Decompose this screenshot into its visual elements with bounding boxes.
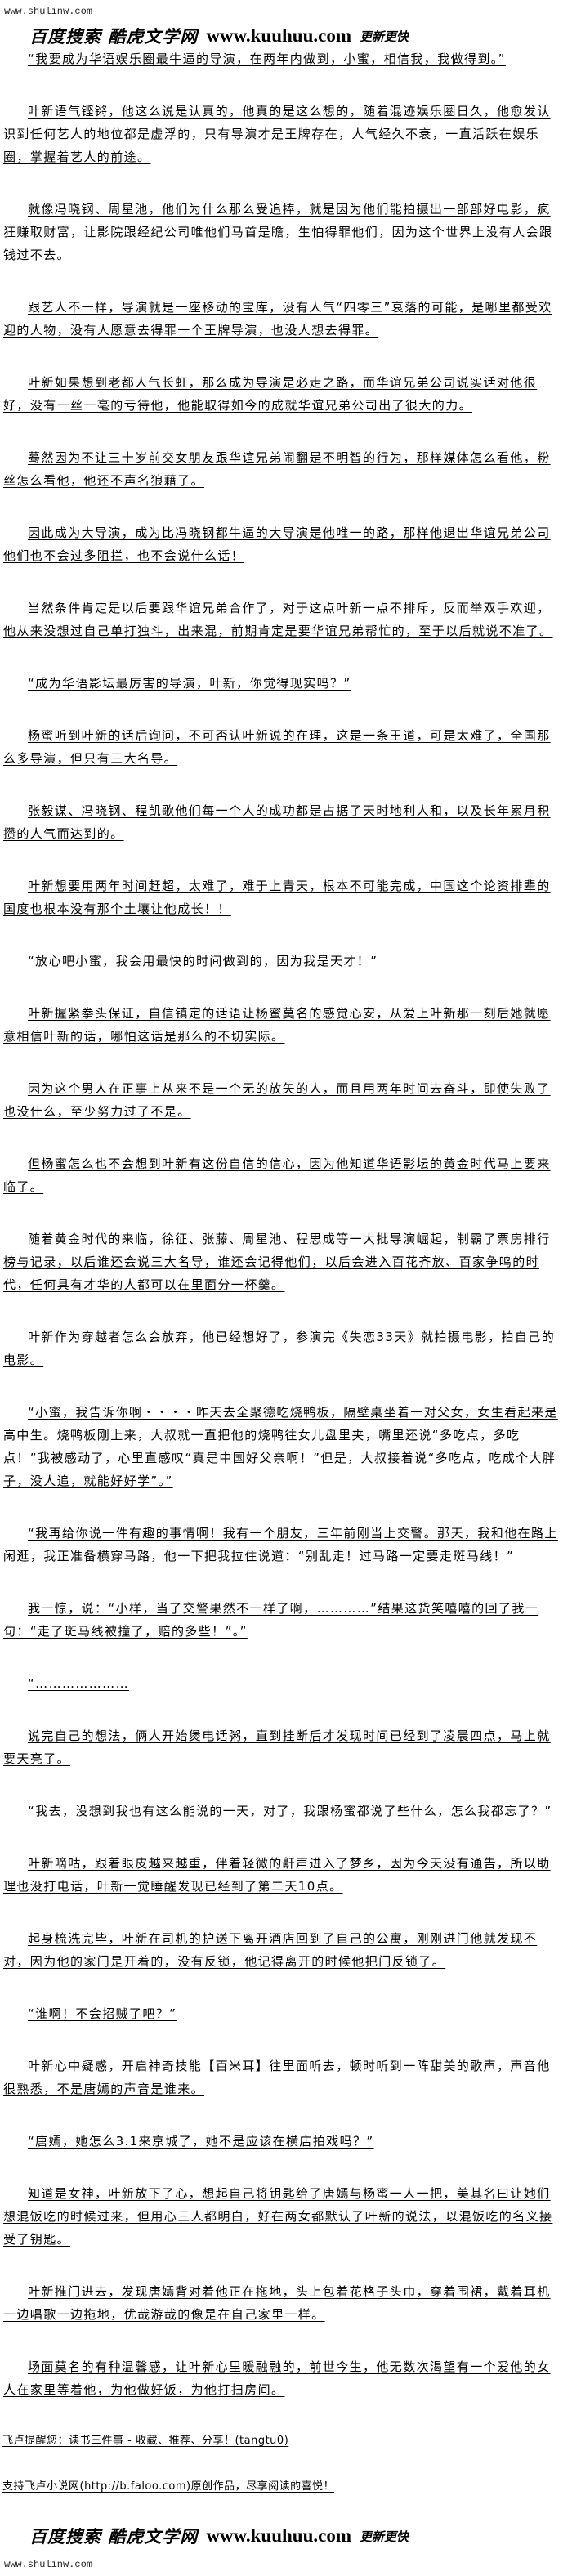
banner-site-name: 百度搜索 酷虎文学网 <box>29 2526 199 2547</box>
paragraph: “小蜜，我告诉你啊・・・・昨天去全聚德吃烧鸭板，隔壁桌坐着一对父女，女生看起来是… <box>3 1401 561 1492</box>
paragraph-text: “谁啊！不会招贼了吧？” <box>28 2006 177 2021</box>
paragraph-text: 蓦然因为不让三十岁前交女朋友跟华谊兄弟闹翻是不明智的行为，那样媒体怎么看他，粉丝… <box>3 450 551 488</box>
banner-slogan: 更新更快 <box>360 2529 409 2544</box>
paragraph-text: “我再给你说一件有趣的事情啊！我有一个朋友，三年前刚当上交警。那天，我和他在路上… <box>3 1526 558 1563</box>
footer-support-link[interactable]: 支持飞卢小说网(http://b.faloo.com)原创作品，尽享阅读的喜悦！ <box>2 2480 335 2493</box>
paragraph: “我去，没想到我也有这么能说的一天，对了，我跟杨蜜都说了些什么，怎么我都忘了？” <box>3 1800 561 1822</box>
paragraph-text: 当然条件肯定是以后要跟华谊兄弟合作了，对于这点叶新一点不排斥，反而举双手欢迎，他… <box>3 601 553 638</box>
paragraph-text: 说完自己的想法，俩人开始煲电话粥，直到挂断后才发现时间已经到了凌晨四点，马上就要… <box>3 1729 551 1766</box>
site-url-top: www.shulinw.com <box>4 6 93 17</box>
paragraph: 起身梳洗完毕，叶新在司机的护送下离开酒店回到了自己的公寓，刚刚进门他就发现不对，… <box>3 1927 561 1973</box>
paragraph-text: 叶新心中疑惑，开启神奇技能【百米耳】往里面听去，顿时听到一阵甜美的歌声，声音他很… <box>3 2059 551 2096</box>
paragraph: 场面莫名的有种温馨感，让叶新心里暖融融的，前世今生，他无数次渴望有一个爱他的女人… <box>3 2355 561 2401</box>
banner-url: www.kuuhuu.com <box>206 2525 351 2546</box>
paragraph: 说完自己的想法，俩人开始煲电话粥，直到挂断后才发现时间已经到了凌晨四点，马上就要… <box>3 1724 561 1770</box>
banner-url: www.kuuhuu.com <box>206 25 351 46</box>
paragraph-text: 知道是女神，叶新放下了心，想起自己将钥匙给了唐嫣与杨蜜一人一把，美其名曰让她们想… <box>3 2186 553 2247</box>
paragraph: 张毅谋、冯晓钢、程凯歌他们每一个人的成功都是占据了天时地利人和，以及长年累月积攒… <box>3 799 561 845</box>
banner-slogan: 更新更快 <box>360 29 409 44</box>
paragraph-text: “唐嫣，她怎么3.1来京城了，她不是应该在横店拍戏吗？” <box>28 2134 374 2149</box>
paragraph: 叶新推门进去，发现唐嫣背对着他正在拖地，头上包着花格子头巾，穿着围裙，戴着耳机一… <box>3 2280 561 2326</box>
banner-top[interactable]: 百度搜索 酷虎文学网 www.kuuhuu.com 更新更快 <box>29 25 528 47</box>
paragraph: “我再给你说一件有趣的事情啊！我有一个朋友，三年前刚当上交警。那天，我和他在路上… <box>3 1522 561 1568</box>
paragraph: 杨蜜听到叶新的话后询问，不可否认叶新说的在理，这是一条王道，可是太难了，全国那么… <box>3 724 561 770</box>
paragraph-text: 叶新握紧拳头保证，自信镇定的话语让杨蜜莫名的感觉心安，从爱上叶新那一刻后她就愿意… <box>3 1006 551 1044</box>
paragraph-text: “放心吧小蜜，我会用最快的时间做到的，因为我是天才！” <box>28 954 378 968</box>
paragraph: 知道是女神，叶新放下了心，想起自己将钥匙给了唐嫣与杨蜜一人一把，美其名曰让她们想… <box>3 2182 561 2251</box>
paragraph-text: 起身梳洗完毕，叶新在司机的护送下离开酒店回到了自己的公寓，刚刚进门他就发现不对，… <box>3 1931 538 1969</box>
paragraph-text: 就像冯晓钢、周星池，他们为什么那么受追捧，就是因为他们能拍摄出一部部好电影，疯狂… <box>3 202 553 262</box>
paragraph: 随着黄金时代的来临，徐征、张藤、周星池、程思成等一大批导演崛起，制霸了票房排行榜… <box>3 1228 561 1296</box>
paragraph: 我一惊，说：“小样，当了交警果然不一样了啊，…………”结果这货笑嘻嘻的回了我一句… <box>3 1597 561 1643</box>
paragraph: 叶新如果想到老都人气长虹，那么成为导演是必走之路，而华谊兄弟公司说实话对他很好，… <box>3 371 561 417</box>
paragraph: “谁啊！不会招贼了吧？” <box>3 2002 561 2025</box>
paragraph-text: 随着黄金时代的来临，徐征、张藤、周星池、程思成等一大批导演崛起，制霸了票房排行榜… <box>3 1232 551 1292</box>
paragraph-text: 我一惊，说：“小样，当了交警果然不一样了啊，…………”结果这货笑嘻嘻的回了我一句… <box>3 1601 539 1639</box>
paragraph: 当然条件肯定是以后要跟华谊兄弟合作了，对于这点叶新一点不排斥，反而举双手欢迎，他… <box>3 597 561 642</box>
paragraph-text: “………………… <box>28 1676 129 1691</box>
paragraph-text: 因此成为大导演，成为比冯晓钢都牛逼的大导演是他唯一的路，那样他退出华谊兄弟公司他… <box>3 525 551 563</box>
paragraph-text: 叶新作为穿越者怎么会放弃，他已经想好了，参演完《失恋33天》就拍摄电影，拍自己的… <box>3 1330 556 1367</box>
paragraph: 蓦然因为不让三十岁前交女朋友跟华谊兄弟闹翻是不明智的行为，那样媒体怎么看他，粉丝… <box>3 446 561 492</box>
paragraph-text: 叶新如果想到老都人气长虹，那么成为导演是必走之路，而华谊兄弟公司说实话对他很好，… <box>3 375 538 413</box>
banner-bottom[interactable]: 百度搜索 酷虎文学网 www.kuuhuu.com 更新更快 <box>29 2525 528 2547</box>
paragraph: 叶新语气铿锵，他这么说是认真的，他真的是这么想的，随着混迹娱乐圈日久，他愈发认识… <box>3 100 561 168</box>
paragraph: 因此成为大导演，成为比冯晓钢都牛逼的大导演是他唯一的路，那样他退出华谊兄弟公司他… <box>3 521 561 567</box>
paragraph: 叶新作为穿越者怎么会放弃，他已经想好了，参演完《失恋33天》就拍摄电影，拍自己的… <box>3 1326 561 1371</box>
chapter-content: “我要成为华语娱乐圈最牛逼的导演，在两年内做到，小蜜，相信我，我做得到。” 叶新语… <box>3 47 561 2431</box>
paragraph: 叶新握紧拳头保证，自信镇定的话语让杨蜜莫名的感觉心安，从爱上叶新那一刻后她就愿意… <box>3 1002 561 1048</box>
footer-reminder: 飞卢提醒您：读书三件事 - 收藏、推荐、分享！(tangtu0) <box>2 2435 289 2447</box>
paragraph-text: 但杨蜜怎么也不会想到叶新有这份自信的信心，因为他知道华语影坛的黄金时代马上要来临… <box>3 1156 551 1194</box>
paragraph: “放心吧小蜜，我会用最快的时间做到的，因为我是天才！” <box>3 950 561 973</box>
paragraph-text: “我要成为华语娱乐圈最牛逼的导演，在两年内做到，小蜜，相信我，我做得到。” <box>28 51 506 66</box>
paragraph: 但杨蜜怎么也不会想到叶新有这份自信的信心，因为他知道华语影坛的黄金时代马上要来临… <box>3 1152 561 1198</box>
site-url-bottom: www.shulinw.com <box>4 2559 93 2570</box>
paragraph-text: 杨蜜听到叶新的话后询问，不可否认叶新说的在理，这是一条王道，可是太难了，全国那么… <box>3 728 551 766</box>
paragraph-text: 叶新语气铿锵，他这么说是认真的，他真的是这么想的，随着混迹娱乐圈日久，他愈发认识… <box>3 104 551 164</box>
paragraph-text: 叶新嘀咕，跟着眼皮越来越重，伴着轻微的鼾声进入了梦乡，因为今天没有通告，所以助理… <box>3 1856 551 1894</box>
paragraph: 因为这个男人在正事上从来不是一个无的放矢的人，而且用两年时间去奋斗，即使失败了也… <box>3 1077 561 1123</box>
paragraph-text: 因为这个男人在正事上从来不是一个无的放矢的人，而且用两年时间去奋斗，即使失败了也… <box>3 1081 551 1119</box>
paragraph: “唐嫣，她怎么3.1来京城了，她不是应该在横店拍戏吗？” <box>3 2130 561 2153</box>
paragraph-text: 叶新推门进去，发现唐嫣背对着他正在拖地，头上包着花格子头巾，穿着围裙，戴着耳机一… <box>3 2284 551 2322</box>
paragraph-text: “成为华语影坛最厉害的导演，叶新，你觉得现实吗？” <box>28 676 351 691</box>
paragraph: 跟艺人不一样，导演就是一座移动的宝库，没有人气“四零三”衰落的可能，是哪里都受欢… <box>3 296 561 342</box>
paragraph-text: “小蜜，我告诉你啊・・・・昨天去全聚德吃烧鸭板，隔壁桌坐着一对父女，女生看起来是… <box>3 1405 558 1488</box>
paragraph: “………………… <box>3 1672 561 1695</box>
paragraph: “我要成为华语娱乐圈最牛逼的导演，在两年内做到，小蜜，相信我，我做得到。” <box>3 47 561 70</box>
paragraph: “成为华语影坛最厉害的导演，叶新，你觉得现实吗？” <box>3 672 561 695</box>
banner-site-name: 百度搜索 酷虎文学网 <box>29 26 199 47</box>
paragraph-text: 叶新想要用两年时间赶超，太难了，难于上青天，根本不可能完成，中国这个论资排辈的国… <box>3 879 551 916</box>
paragraph-text: 张毅谋、冯晓钢、程凯歌他们每一个人的成功都是占据了天时地利人和，以及长年累月积攒… <box>3 803 551 841</box>
paragraph-text: 跟艺人不一样，导演就是一座移动的宝库，没有人气“四零三”衰落的可能，是哪里都受欢… <box>3 300 552 338</box>
paragraph-text: 场面莫名的有种温馨感，让叶新心里暖融融的，前世今生，他无数次渴望有一个爱他的女人… <box>3 2359 551 2397</box>
paragraph-text: “我去，没想到我也有这么能说的一天，对了，我跟杨蜜都说了些什么，怎么我都忘了？” <box>28 1804 552 1818</box>
paragraph: 叶新嘀咕，跟着眼皮越来越重，伴着轻微的鼾声进入了梦乡，因为今天没有通告，所以助理… <box>3 1852 561 1898</box>
paragraph: 叶新心中疑惑，开启神奇技能【百米耳】往里面听去，顿时听到一阵甜美的歌声，声音他很… <box>3 2055 561 2100</box>
paragraph: 叶新想要用两年时间赶超，太难了，难于上青天，根本不可能完成，中国这个论资排辈的国… <box>3 874 561 920</box>
paragraph: 就像冯晓钢、周星池，他们为什么那么受追捧，就是因为他们能拍摄出一部部好电影，疯狂… <box>3 198 561 266</box>
